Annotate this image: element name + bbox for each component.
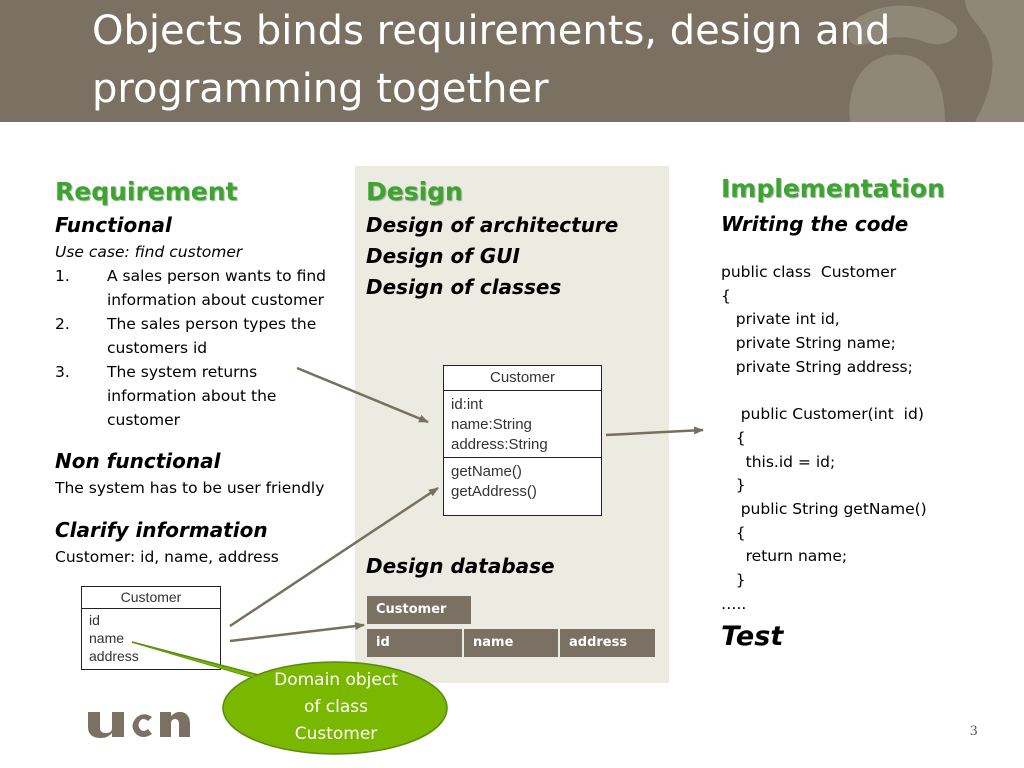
domain-class-name: Customer [120, 589, 182, 605]
design-class-box: Customer id:int name:String address:Stri… [443, 365, 602, 516]
domain-class-box: Customer id name address [81, 586, 221, 670]
code-line: this.id = id; [721, 452, 836, 471]
code-line: public Customer(int id) [721, 405, 924, 424]
code-line: { [721, 286, 731, 305]
arrow-domain-to-table [229, 622, 365, 643]
code-line: public String getName() [721, 500, 927, 519]
design-heading: Design [366, 177, 463, 206]
requirement-column: Requirement Functional Use case: find cu… [55, 174, 350, 569]
test-heading: Test [721, 620, 784, 652]
db-column-address: address [560, 629, 655, 657]
db-column-id: id [367, 629, 462, 657]
design-column: Design Design of architecture Design of … [366, 174, 666, 303]
design-database-heading: Design database [366, 554, 555, 578]
use-case-step: 1. A sales person wants to find informat… [55, 267, 326, 309]
page-number: 3 [970, 723, 978, 739]
code-block: public class Customer { private int id, … [721, 261, 1011, 617]
code-line: ….. [721, 594, 747, 613]
db-table-name: Customer [367, 596, 471, 624]
header-decoration [848, 0, 1024, 122]
use-case-step: 3. The system returns information about … [55, 363, 277, 429]
design-item-classes: Design of classes [366, 275, 562, 299]
implementation-column: Implementation Writing the code public c… [721, 171, 1011, 656]
non-functional-heading: Non functional [55, 449, 221, 473]
design-item-architecture: Design of architecture [366, 213, 619, 237]
clarify-text: Customer: id, name, address [55, 548, 279, 566]
clarify-heading: Clarify information [55, 518, 268, 542]
arrow-domain-to-class [229, 486, 439, 628]
non-functional-text: The system has to be user friendly [55, 479, 325, 497]
code-line: private String address; [721, 357, 913, 376]
requirement-heading: Requirement [55, 177, 238, 206]
domain-class-attributes: id name address [82, 608, 220, 669]
use-case-label: Use case: find customer [55, 243, 243, 261]
use-case-step: 2. The sales person types the customers … [55, 315, 317, 357]
code-line: } [721, 571, 746, 590]
code-line: { [721, 523, 746, 542]
slide-header: Objects binds requirements, design and p… [0, 0, 1024, 122]
slide-title: Objects binds requirements, design and p… [92, 8, 891, 112]
code-line: private String name; [721, 334, 896, 353]
code-line: } [721, 476, 746, 495]
arrow-requirement-to-class [296, 366, 429, 424]
code-line: public class Customer [721, 263, 897, 281]
design-item-gui: Design of GUI [366, 244, 520, 268]
callout-bubble-body [222, 661, 448, 755]
design-class-name: Customer [489, 369, 556, 386]
code-line: { [721, 428, 746, 447]
implementation-heading: Implementation [721, 174, 945, 203]
code-line: return name; [721, 547, 848, 566]
functional-heading: Functional [55, 213, 172, 237]
db-column-name: name [464, 629, 558, 657]
code-line: private int id, [721, 310, 840, 329]
use-case-steps: 1. A sales person wants to find informat… [55, 264, 350, 432]
design-class-methods: getName() getAddress() [444, 457, 601, 515]
ucn-logo [88, 711, 190, 738]
callout-text: Domain object of class Customer [274, 670, 398, 744]
design-class-attributes: id:int name:String address:String [444, 390, 601, 457]
arrow-class-to-code [605, 426, 704, 437]
implementation-subheading: Writing the code [721, 212, 909, 236]
